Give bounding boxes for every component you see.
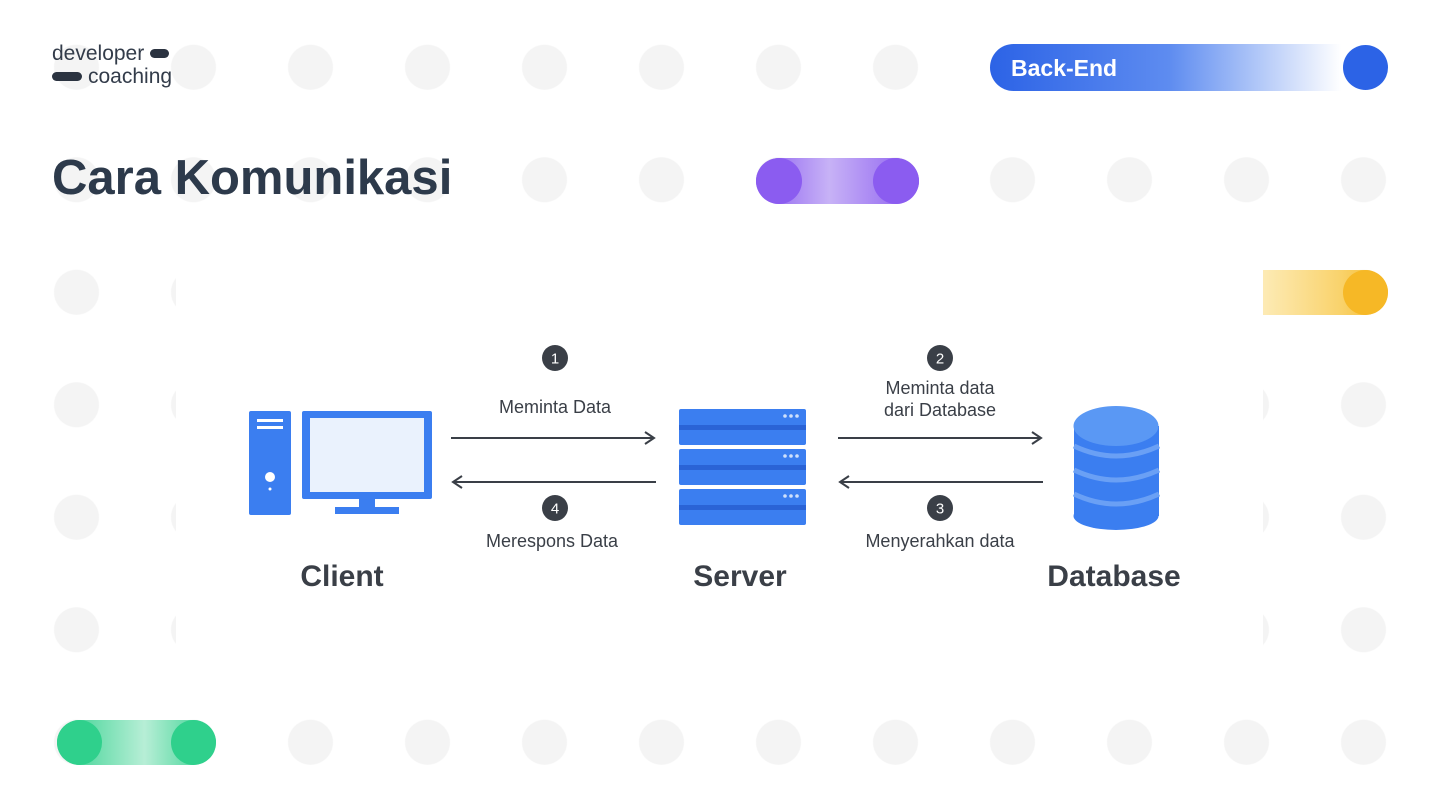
page-title: Cara Komunikasi	[52, 151, 453, 205]
database-icon	[1072, 406, 1161, 530]
green-decor-pill	[57, 720, 216, 765]
logo-line2: coaching	[88, 65, 173, 88]
server-label: Server	[693, 560, 787, 593]
logo-bar-icon	[150, 49, 170, 58]
back-end-badge: Back-End	[990, 44, 1389, 91]
step-1-badge	[542, 345, 568, 371]
server-rack-icon	[679, 409, 806, 525]
step-4-text: Merespons Data	[486, 531, 619, 551]
logo-line1: developer	[52, 42, 145, 65]
step-4-number: 4	[551, 501, 559, 518]
desktop-computer-icon	[249, 411, 432, 515]
communication-diagram: 1 2 3 4 Meminta Data Meminta data dari D…	[249, 345, 1181, 593]
step-1-number: 1	[551, 351, 559, 368]
database-label: Database	[1047, 560, 1180, 593]
purple-decor-pill	[756, 158, 919, 204]
diagram-panel: 1 2 3 4 Meminta Data Meminta data dari D…	[176, 268, 1263, 660]
badge-circle	[1343, 45, 1388, 90]
badge-label: Back-End	[1011, 55, 1118, 81]
step-2-badge	[927, 345, 953, 371]
step-2-number: 2	[936, 351, 944, 368]
step-2-text-line2: dari Database	[884, 400, 996, 420]
step-2-text-line1: Meminta data	[885, 378, 995, 398]
step-3-text: Menyerahkan data	[865, 531, 1015, 551]
developer-coaching-logo: developer coaching	[52, 42, 172, 88]
step-3-number: 3	[936, 501, 944, 518]
step-3-badge	[927, 495, 953, 521]
client-label: Client	[300, 560, 383, 593]
logo-bar-icon	[52, 72, 82, 81]
step-1-text: Meminta Data	[499, 397, 612, 417]
step-4-badge	[542, 495, 568, 521]
